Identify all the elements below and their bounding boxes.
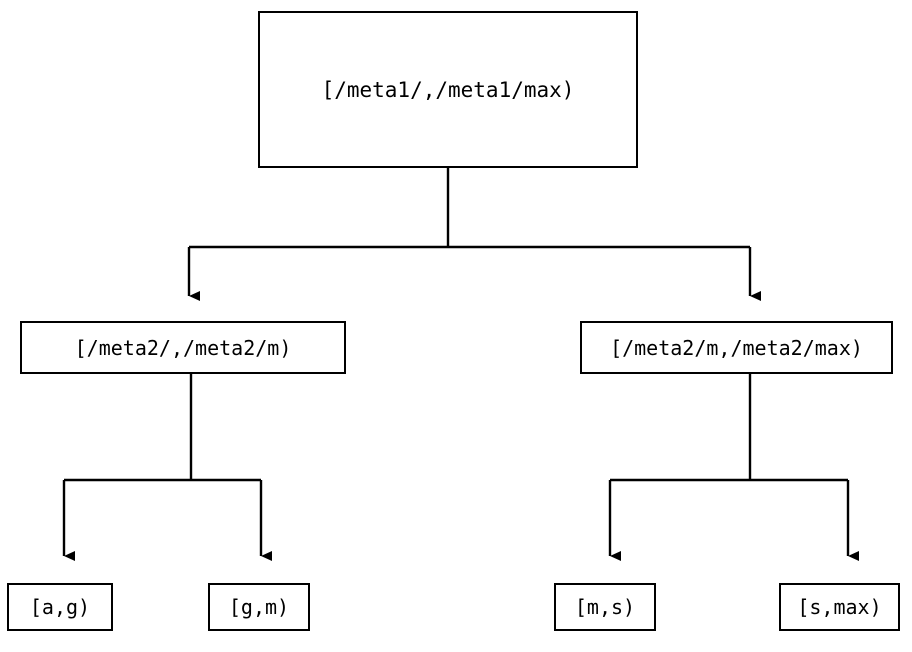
tree-node-leaf-ag[interactable]: [a,g) [7, 583, 113, 631]
tree-node-mid-right[interactable]: [/meta2/m,/meta2/max) [580, 321, 893, 374]
tree-node-mid-right-label: [/meta2/m,/meta2/max) [610, 335, 863, 360]
tree-node-mid-left[interactable]: [/meta2/,/meta2/m) [20, 321, 346, 374]
tree-node-leaf-ms[interactable]: [m,s) [554, 583, 656, 631]
tree-node-leaf-gm[interactable]: [g,m) [208, 583, 310, 631]
tree-node-root[interactable]: [/meta1/,/meta1/max) [258, 11, 638, 168]
edge-midright-to-leaves-group [608, 374, 859, 561]
tree-node-leaf-ms-label: [m,s) [574, 595, 636, 619]
tree-node-leaf-gm-label: [g,m) [228, 595, 290, 619]
tree-node-leaf-smax-label: [s,max) [797, 595, 882, 619]
edge-midleft-to-leaves-group [62, 374, 272, 561]
tree-node-leaf-ag-label: [a,g) [29, 595, 91, 619]
edge-root-to-mid-group [187, 168, 761, 301]
tree-node-root-label: [/meta1/,/meta1/max) [321, 77, 575, 102]
tree-node-mid-left-label: [/meta2/,/meta2/m) [74, 335, 292, 360]
tree-node-leaf-smax[interactable]: [s,max) [779, 583, 900, 631]
